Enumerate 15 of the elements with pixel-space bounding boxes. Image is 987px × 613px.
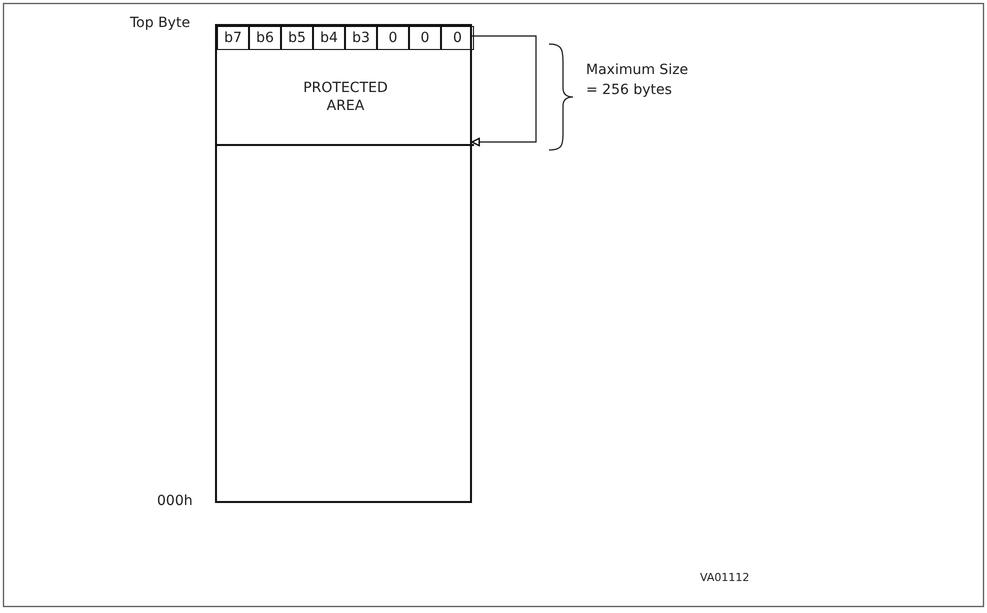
address-label: 000h xyxy=(157,492,193,511)
bit-cell: b5 xyxy=(281,26,313,50)
bit-cell: b4 xyxy=(313,26,345,50)
bit-cell: 0 xyxy=(377,26,409,50)
bit-cell: b6 xyxy=(249,26,281,50)
figure-code: VA01112 xyxy=(700,570,750,586)
arrow xyxy=(471,35,537,146)
bit-cell: 0 xyxy=(441,26,474,50)
bit-cell: b7 xyxy=(217,26,249,50)
memory-array-box xyxy=(215,24,472,503)
protected-area-box: PROTECTED AREA xyxy=(217,49,474,146)
bit-cell: 0 xyxy=(409,26,441,50)
row-label: Top Byte xyxy=(130,14,190,33)
size-annotation: Maximum Size = 256 bytes xyxy=(586,61,690,100)
bit-cell: b3 xyxy=(345,26,377,50)
